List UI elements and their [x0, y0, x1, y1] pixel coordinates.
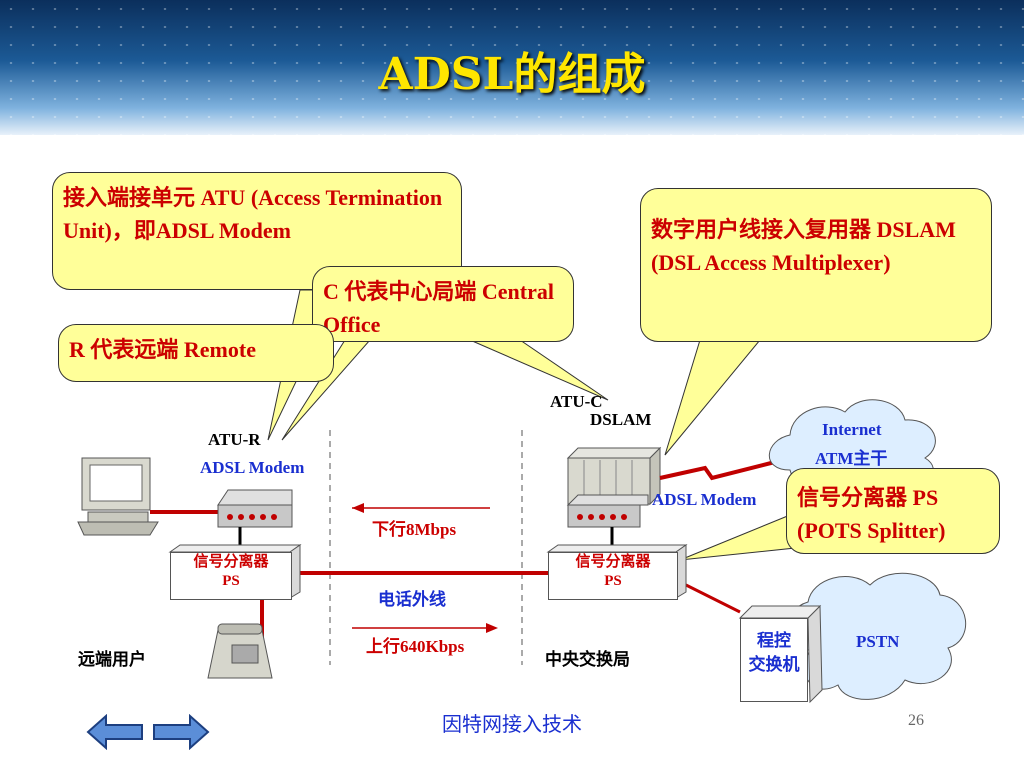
- adsl-modem-left-label: ADSL Modem: [200, 458, 305, 477]
- ps-left-top: [168, 544, 302, 553]
- ps-left-box: 信号分离器 PS: [170, 552, 292, 600]
- slide-title: ADSL的组成: [378, 49, 646, 100]
- upstream-arrowhead: [486, 623, 498, 633]
- central-callout-text: C 代表中心局端 Central Office: [323, 279, 554, 337]
- ps-left-line1: 信号分离器: [193, 554, 269, 570]
- splitter-callout-text: 信号分离器 PS (POTS Splitter): [797, 485, 946, 543]
- next-arrow-icon[interactable]: [152, 714, 210, 750]
- atm-label: ATM主干: [815, 449, 888, 468]
- remote-callout: R 代表远端 Remote: [58, 324, 334, 382]
- remote-callout-text: R 代表远端 Remote: [69, 337, 256, 362]
- ps-left-line2: PS: [222, 573, 240, 589]
- internet-link: [659, 460, 776, 481]
- atu-callout-text: 接入端接单元 ATU (Access Termination Unit)，即AD…: [63, 185, 443, 243]
- switch-line1: 程控: [757, 631, 791, 650]
- atu-r-label: ATU-R: [208, 430, 261, 449]
- central-office-label: 中央交换局: [545, 650, 630, 669]
- pstn-cloud-icon: [786, 572, 967, 700]
- header-banner: [0, 0, 1024, 135]
- ps-right-top: [546, 544, 688, 553]
- splitter-callout: 信号分离器 PS (POTS Splitter): [786, 468, 1000, 554]
- prev-arrow-icon[interactable]: [86, 714, 144, 750]
- adsl-modem-left-device: [217, 489, 293, 528]
- ps-right-box: 信号分离器 PS: [548, 552, 678, 600]
- header-texture: [0, 0, 1024, 135]
- central-callout-pointer-2: [469, 339, 609, 401]
- switch-line2: 交换机: [748, 655, 800, 674]
- downstream-arrowhead: [352, 503, 364, 513]
- footer-text: 因特网接入技术: [442, 712, 582, 736]
- computer-icon: [77, 457, 159, 536]
- switch-box: 程控 交换机: [740, 618, 808, 702]
- splitter-callout-pointer: [679, 514, 796, 561]
- telephone-icon: [207, 623, 273, 679]
- phone-line-label: 电话外线: [378, 590, 446, 609]
- upstream-label: 上行640Kbps: [366, 637, 465, 656]
- central-office-callout: C 代表中心局端 Central Office: [312, 266, 574, 342]
- pstn-label: PSTN: [856, 632, 900, 651]
- dslam-label: DSLAM: [590, 410, 652, 429]
- atu-c-label: ATU-C: [550, 392, 603, 411]
- dslam-callout-text: 数字用户线接入复用器 DSLAM (DSL Access Multiplexer…: [651, 217, 956, 275]
- downstream-label: 下行8Mbps: [372, 520, 457, 539]
- internet-label: Internet: [822, 420, 882, 439]
- dslam-callout: 数字用户线接入复用器 DSLAM (DSL Access Multiplexer…: [640, 188, 992, 342]
- splitter-switch-cable: [685, 583, 741, 614]
- adsl-modem-right-device: [566, 494, 649, 528]
- adsl-modem-right-label: ADSL Modem: [652, 490, 757, 509]
- switch-box-side: [807, 604, 823, 704]
- ps-right-line1: 信号分离器: [575, 554, 651, 570]
- switch-box-top: [738, 605, 822, 619]
- ps-right-line2: PS: [604, 573, 622, 589]
- dslam-callout-pointer: [664, 339, 762, 456]
- remote-user-label: 远端用户: [78, 650, 146, 669]
- page-number: 26: [908, 712, 924, 729]
